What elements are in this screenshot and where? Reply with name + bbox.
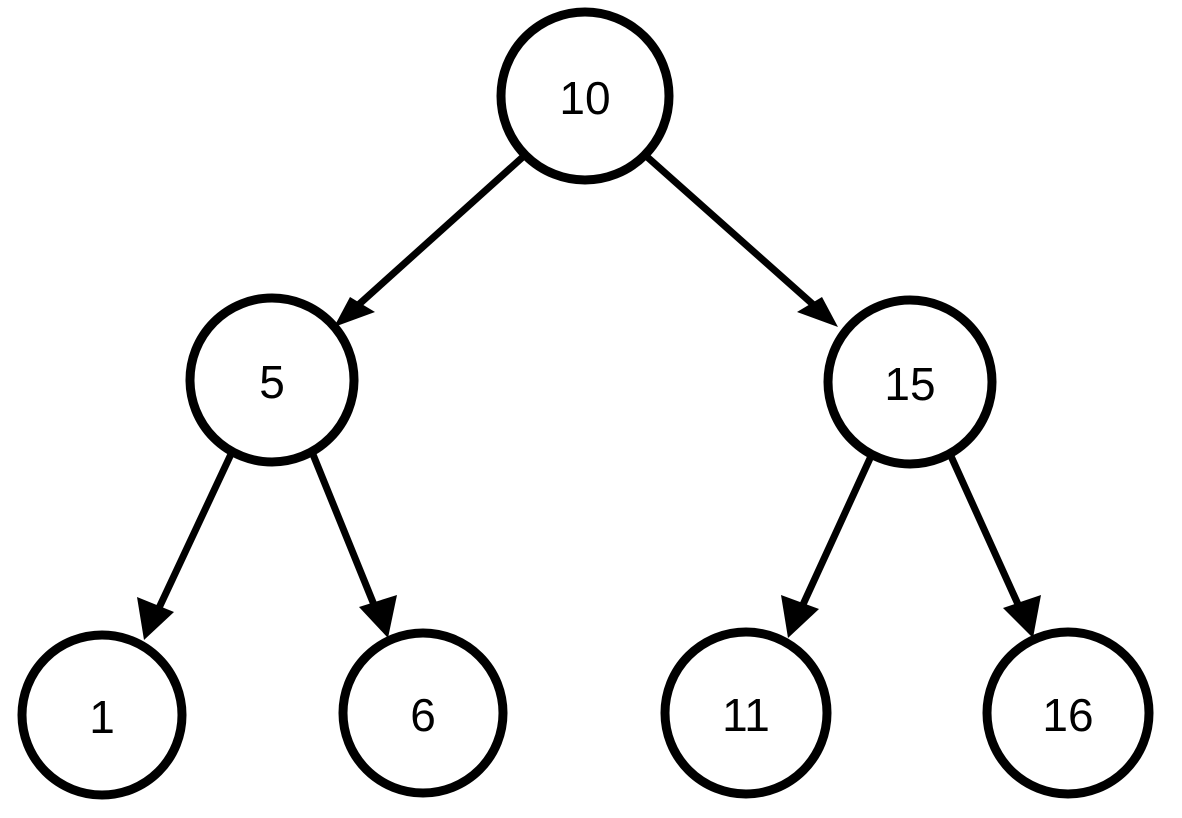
node-6-label: 6 (410, 689, 436, 741)
node-15-label: 15 (884, 358, 935, 410)
edge-5-to-6 (308, 450, 397, 638)
node-16[interactable]: 16 (982, 627, 1154, 799)
node-11-label: 11 (722, 689, 770, 741)
edge-5-to-6-arrowhead (359, 595, 397, 638)
edge-15-to-11-line (791, 452, 876, 624)
edge-15-to-16-arrowhead (1003, 595, 1041, 638)
node-1[interactable]: 1 (17, 630, 187, 800)
edge-5-to-6-line (308, 450, 385, 624)
node-6[interactable]: 6 (338, 628, 508, 798)
edge-layer (137, 152, 1041, 640)
edge-10-to-15 (642, 152, 838, 327)
node-5-circle[interactable] (185, 293, 359, 467)
edge-15-to-16 (946, 452, 1041, 638)
node-6-circle[interactable] (338, 628, 508, 798)
node-1-label: 1 (89, 691, 115, 743)
edge-10-to-15-arrowhead (797, 297, 838, 327)
edge-5-to-1-line (147, 450, 236, 627)
node-layer: 10 5 15 1 6 11 16 (17, 7, 1154, 800)
edge-5-to-1-arrowhead (137, 597, 174, 640)
node-10-circle[interactable] (496, 7, 674, 185)
edge-15-to-16-line (946, 452, 1030, 624)
node-15[interactable]: 15 (823, 295, 997, 469)
edge-10-to-5 (334, 152, 528, 327)
edge-10-to-5-arrowhead (334, 297, 375, 327)
node-16-label: 16 (1042, 689, 1093, 741)
node-5[interactable]: 5 (185, 293, 359, 467)
node-5-label: 5 (259, 356, 285, 408)
node-1-circle[interactable] (17, 630, 187, 800)
node-11[interactable]: 11 (660, 627, 832, 799)
node-15-circle[interactable] (823, 295, 997, 469)
edge-5-to-1 (137, 450, 236, 640)
edge-10-to-5-line (343, 152, 528, 319)
node-16-circle[interactable] (982, 627, 1154, 799)
node-11-circle[interactable] (660, 627, 832, 799)
edge-15-to-11 (781, 452, 876, 638)
edge-10-to-15-line (642, 152, 829, 319)
node-10-label: 10 (559, 72, 610, 124)
node-10[interactable]: 10 (496, 7, 674, 185)
edge-15-to-11-arrowhead (781, 595, 819, 638)
